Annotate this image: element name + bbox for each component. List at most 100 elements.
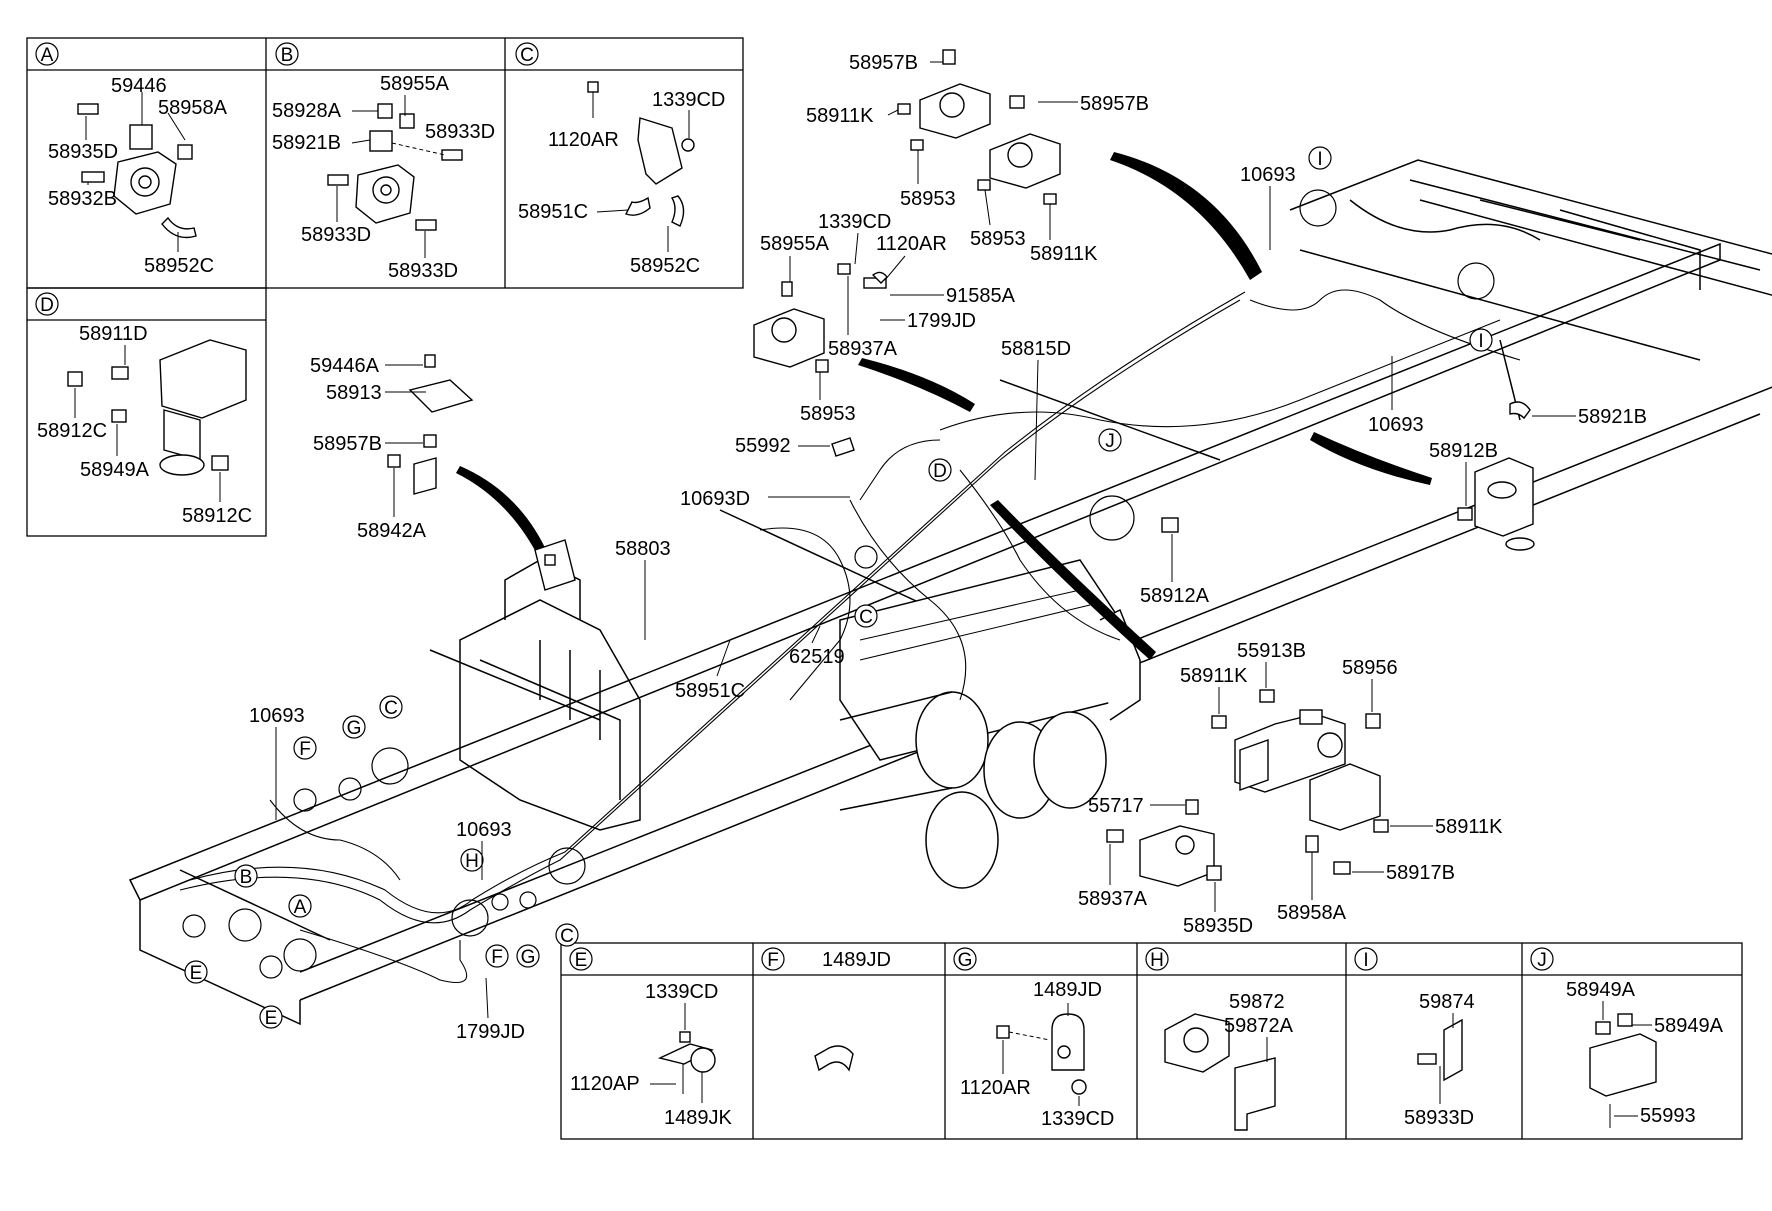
part-label: 58933D (388, 260, 458, 282)
part-label: 1339CD (652, 89, 725, 111)
detail-section-j: J 58949A 58949A 55993 (1530, 947, 1724, 1128)
callouts-modulator: 55913B 58911K 58956 58911K 58917B 58958A (1180, 640, 1503, 924)
part-label: 10693 (249, 705, 305, 727)
part-label: 58937A (1078, 888, 1148, 910)
part-label: 10693 (1240, 164, 1296, 186)
part-label: 1799JD (907, 310, 976, 332)
part-label: 58942A (357, 520, 427, 542)
part-label: 58935D (1183, 915, 1253, 937)
marker-d: D (933, 461, 947, 482)
part-label: 59872 (1229, 991, 1285, 1013)
part-label: 1339CD (1041, 1108, 1114, 1130)
section-g-letter: G (958, 950, 973, 971)
part-label: 58949A (1566, 979, 1636, 1001)
part-label: 58949A (80, 459, 150, 481)
detail-section-e: E 1339CD 1120AP 1489JK (569, 947, 732, 1129)
marker-i-right: I (1478, 331, 1483, 352)
part-label: 1339CD (818, 211, 891, 233)
part-label: 10693D (680, 488, 750, 510)
part-label: 58957B (849, 52, 918, 74)
bracket-c-illustration (587, 81, 695, 227)
section-b-letter: B (281, 45, 294, 66)
part-label: 58955A (760, 233, 830, 255)
marker-c-center: C (859, 607, 873, 628)
detail-section-i: I 59874 58933D (1354, 947, 1475, 1129)
detail-section-b: B 58955A 58928A 58921B 58933D 58933D 589… (272, 42, 495, 282)
marker-e-right: E (265, 1008, 278, 1029)
part-label: 1120AR (548, 129, 619, 151)
marker-c-right: C (560, 926, 574, 947)
part-label: 59446 (111, 75, 167, 97)
marker-g-left: G (347, 718, 362, 739)
detail-panels-bottom (560, 942, 1743, 1140)
part-label: 58953 (970, 228, 1026, 250)
part-label: 1489JD (1033, 979, 1102, 1001)
part-label: 55913B (1237, 640, 1306, 662)
section-f-letter: F (767, 950, 779, 971)
part-label: 59874 (1419, 991, 1475, 1013)
part-label: 58958A (158, 97, 228, 119)
part-label: 58911K (1030, 243, 1098, 265)
component-illustrations (387, 49, 1535, 887)
marker-e-left: E (190, 963, 203, 984)
part-label: 58911K (806, 105, 874, 127)
callouts-top-cluster: 58957B 58911K 58957B 58953 58953 58911K (806, 52, 1149, 265)
detail-section-d: D 58911D 58912C 58949A 58912C (35, 292, 252, 527)
section-i-letter: I (1363, 950, 1368, 971)
part-label: 58912C (37, 420, 107, 442)
marker-f-left: F (299, 739, 311, 760)
part-label: 58957B (313, 433, 382, 455)
marker-c-left: C (384, 698, 398, 719)
part-label: 1339CD (645, 981, 718, 1003)
marker-h: H (465, 851, 479, 872)
part-label: 55717 (1088, 795, 1144, 817)
part-label: 1489JD (822, 949, 891, 971)
part-label: 55992 (735, 435, 791, 457)
part-label: 59872A (1224, 1015, 1294, 1037)
marker-j: J (1105, 431, 1115, 452)
part-label: 10693 (456, 819, 512, 841)
callouts-left-bracket: 59446A 58913 58957B 58942A (310, 355, 427, 542)
circle-markers: I I D J C C G F H B A E E F (182, 146, 1495, 1029)
part-label: 58955A (380, 73, 450, 95)
air-tanks (839, 559, 1141, 889)
part-label: 58953 (900, 188, 956, 210)
air-piping (179, 289, 1521, 984)
part-label: 1799JD (456, 1021, 525, 1043)
part-label: 58937A (828, 338, 898, 360)
part-label: 58911K (1180, 665, 1248, 687)
valve-a-illustration (77, 103, 197, 239)
part-label: 58933D (301, 224, 371, 246)
section-h-letter: H (1150, 950, 1164, 971)
part-label: 1120AR (876, 233, 947, 255)
part-label: 58951C (675, 680, 745, 702)
callouts-mid-cluster: 1339CD 58955A 1120AR 91585A 1799JD 58937… (760, 211, 1016, 425)
part-label: 58933D (425, 121, 495, 143)
part-label: 58912C (182, 505, 252, 527)
section-c-letter: C (520, 45, 534, 66)
detail-section-c: C 1339CD 1120AR 58951C 58952C (515, 42, 725, 277)
part-label: 58911K (1435, 816, 1503, 838)
callouts-right-valve: 58921B 58912B (1429, 406, 1647, 506)
section-a-letter: A (41, 45, 54, 66)
part-label: 58913 (326, 382, 382, 404)
part-label: 58912B (1429, 440, 1498, 462)
detail-section-g: G 1489JD 1120AR 1339CD (953, 947, 1114, 1130)
marker-g-right: G (521, 947, 536, 968)
section-d-letter: D (40, 295, 54, 316)
part-label: 58921B (1578, 406, 1647, 428)
callouts-main-frame: 10693 10693 58815D 55992 10693D 58803 58… (249, 164, 1424, 1043)
part-label: 58933D (1404, 1107, 1474, 1129)
detail-section-a: A 59446 58958A 58935D 58932B 58952C (35, 42, 228, 277)
part-label: 62519 (789, 646, 845, 668)
valve-b-illustration (327, 103, 463, 231)
section-e-letter: E (575, 950, 588, 971)
section-j-letter: J (1537, 950, 1547, 971)
part-label: 55993 (1640, 1105, 1696, 1127)
part-label: 1489JK (664, 1107, 732, 1129)
marker-b: B (240, 867, 253, 888)
detail-panels-top (26, 37, 744, 537)
part-label: 58932B (48, 188, 117, 210)
part-label: 58803 (615, 538, 671, 560)
